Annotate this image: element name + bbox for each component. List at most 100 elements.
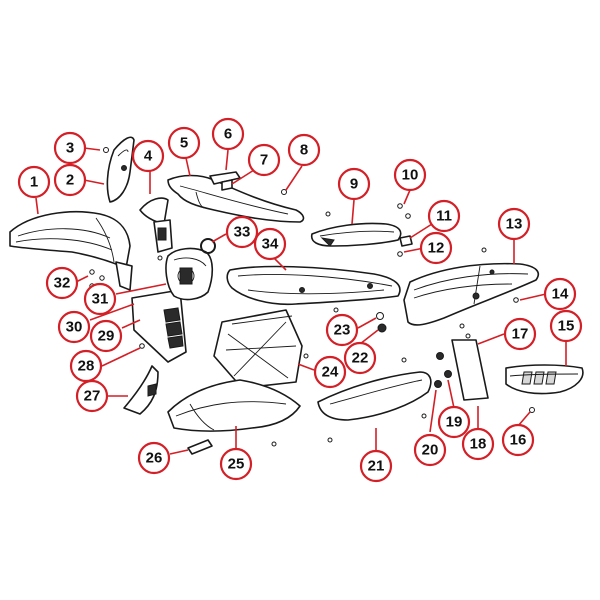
callout-2-label: 2 [66, 172, 74, 189]
part-radiator-shroud [167, 379, 301, 432]
callout-14: 14 [543, 277, 577, 311]
part-side-panel [317, 371, 432, 421]
callout-22-label: 22 [352, 350, 369, 367]
callout-15-label: 15 [558, 318, 575, 335]
part-bolt-32b [99, 275, 105, 281]
part-headlight-housing [165, 247, 214, 301]
part-bolt-10a [397, 203, 403, 209]
part-clip-7 [221, 179, 233, 191]
callout-20: 20 [413, 433, 447, 467]
callout-25-label: 25 [228, 456, 245, 473]
part-bolt-8 [281, 189, 287, 195]
callout-7: 7 [247, 143, 281, 177]
part-washer-12 [397, 251, 403, 257]
part-grommet-20b [436, 352, 444, 360]
callout-18: 18 [461, 427, 495, 461]
callout-24-label: 24 [322, 364, 339, 381]
callout-34-label: 34 [262, 236, 279, 253]
callout-3: 3 [53, 131, 87, 165]
callout-9-label: 9 [350, 176, 358, 193]
callout-4-label: 4 [144, 148, 153, 165]
callout-17: 17 [503, 317, 537, 351]
hardware-bolt [333, 307, 339, 313]
part-screw-3 [103, 147, 109, 153]
callout-7-label: 7 [260, 152, 268, 169]
hardware-bolt [303, 353, 309, 359]
callout-4: 4 [131, 139, 165, 173]
part-skid-plate [213, 309, 303, 389]
callout-5-label: 5 [180, 135, 188, 152]
hardware-bolt [325, 211, 331, 217]
callout-22: 22 [343, 341, 377, 375]
callout-30: 30 [57, 310, 91, 344]
hardware-bolt [327, 437, 333, 443]
part-side-guard-27 [123, 365, 159, 415]
callout-8: 8 [287, 133, 321, 167]
part-grommet-19 [444, 370, 452, 378]
callout-28: 28 [69, 349, 103, 383]
callout-31-label: 31 [92, 291, 109, 308]
callout-27-label: 27 [84, 388, 101, 405]
hardware-bolt [481, 247, 487, 253]
hardware-bolt [401, 357, 407, 363]
callout-26: 26 [137, 441, 171, 475]
callout-20-label: 20 [422, 442, 439, 459]
callout-28-label: 28 [78, 358, 95, 375]
callouts: 1 2 3 4 5 6 7 8 9 10 11 12 13 14 15 16 1… [17, 117, 583, 483]
part-clip-26 [187, 439, 213, 455]
callout-21-label: 21 [368, 458, 385, 475]
hardware-bolt [459, 323, 465, 329]
parts-artwork [9, 136, 584, 455]
callout-18-label: 18 [470, 436, 487, 453]
callout-33-label: 33 [234, 224, 251, 241]
part-rear-decal-plate [505, 364, 584, 395]
leader-lines [35, 147, 567, 455]
callout-12: 12 [419, 231, 453, 265]
callout-11: 11 [427, 199, 461, 233]
callout-13-label: 13 [506, 216, 523, 233]
part-grommet-20 [434, 380, 442, 388]
part-side-rail [310, 222, 402, 247]
callout-6: 6 [211, 117, 245, 151]
callout-13: 13 [497, 207, 531, 241]
callout-15: 15 [549, 309, 583, 343]
part-number-plate [106, 136, 135, 203]
callout-17-label: 17 [512, 326, 529, 343]
hardware-bolt [157, 255, 163, 261]
part-seat [226, 265, 401, 306]
part-fork-guard [139, 197, 173, 253]
part-front-fender [9, 211, 133, 291]
callout-29: 29 [89, 319, 123, 353]
callout-16: 16 [501, 423, 535, 457]
callout-9: 9 [337, 167, 371, 201]
callout-6-label: 6 [224, 126, 232, 143]
part-grommet-22 [377, 323, 387, 333]
part-bolt-16 [529, 407, 535, 413]
part-rear-fender [403, 262, 540, 326]
callout-30-label: 30 [66, 319, 83, 336]
callout-5: 5 [167, 126, 201, 160]
callout-16-label: 16 [510, 432, 527, 449]
callout-10: 10 [393, 158, 427, 192]
part-bolt-10b [405, 213, 411, 219]
callout-29-label: 29 [98, 328, 115, 345]
callout-10-label: 10 [402, 167, 419, 184]
callout-34: 34 [253, 227, 287, 261]
part-bolt-32a [89, 269, 95, 275]
callout-33: 33 [225, 215, 259, 249]
callout-24: 24 [313, 355, 347, 389]
hardware-bolt [421, 413, 427, 419]
part-side-plate [451, 339, 489, 401]
part-bolt-14 [513, 297, 519, 303]
callout-19-label: 19 [446, 414, 463, 431]
callout-8-label: 8 [300, 142, 308, 159]
callout-21: 21 [359, 449, 393, 483]
callout-23: 23 [325, 313, 359, 347]
hardware-bolt [465, 333, 471, 339]
callout-26-label: 26 [146, 450, 163, 467]
callout-1-label: 1 [30, 174, 38, 191]
part-bolt-28 [139, 343, 145, 349]
callout-27: 27 [75, 379, 109, 413]
callout-32-label: 32 [54, 275, 71, 292]
